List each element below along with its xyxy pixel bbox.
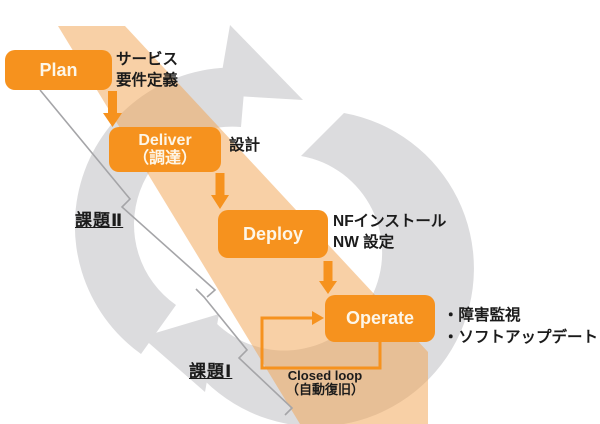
issue-bracket-1 bbox=[195, 288, 294, 416]
issue-label-1: 課題Ⅰ bbox=[189, 362, 233, 381]
issue-bracket-2 bbox=[39, 89, 217, 298]
closed-loop-label-line1: Closed loop bbox=[287, 368, 363, 383]
cycle-arrowhead-bottom-icon bbox=[142, 314, 219, 392]
deliver-annotation-line1: 設計 bbox=[229, 137, 261, 154]
stage-deploy: Deploy bbox=[218, 210, 328, 258]
issue-label-2: 課題Ⅱ bbox=[75, 211, 124, 230]
closed-loop-label-line2: （自動復旧） bbox=[285, 381, 364, 397]
stage-deliver-label-line2: （調達） bbox=[132, 149, 197, 167]
closed-loop-path bbox=[260, 316, 382, 370]
arrow-deploy-to-operate bbox=[319, 261, 337, 294]
stage-plan-label: Plan bbox=[39, 59, 78, 80]
stage-deliver-label-line1: Deliver bbox=[138, 131, 192, 149]
stage-operate: Operate bbox=[325, 295, 435, 342]
closed-loop-label: Closed loop （自動復旧） bbox=[252, 369, 398, 396]
deploy-annotation: NFインストール NW 設定 bbox=[333, 211, 446, 253]
cycle-arrowhead-top-icon bbox=[218, 25, 303, 100]
plan-annotation-line2: 要件定義 bbox=[116, 72, 179, 89]
stage-operate-label: Operate bbox=[345, 308, 415, 329]
plan-annotation-line1: サービス bbox=[116, 51, 179, 68]
closed-loop-arrowhead-icon bbox=[312, 311, 324, 325]
deliver-annotation: 設計 bbox=[229, 135, 260, 156]
operate-annotation-line2: ・ソフトアップデート bbox=[443, 329, 599, 346]
stage-deliver: Deliver （調達） bbox=[109, 127, 221, 172]
operate-annotation-line1: ・障害監視 bbox=[443, 307, 521, 324]
stage-deploy-label: Deploy bbox=[242, 223, 303, 244]
operate-annotation: ・障害監視 ・ソフトアップデート bbox=[443, 305, 598, 349]
plan-annotation: サービス 要件定義 bbox=[116, 49, 178, 91]
deploy-annotation-line1: NFインストール bbox=[333, 213, 447, 230]
stage-plan: Plan bbox=[5, 50, 112, 90]
arrow-plan-to-deliver bbox=[103, 91, 122, 127]
arrow-deliver-to-deploy bbox=[211, 173, 229, 209]
deploy-annotation-line2: NW 設定 bbox=[333, 234, 395, 251]
